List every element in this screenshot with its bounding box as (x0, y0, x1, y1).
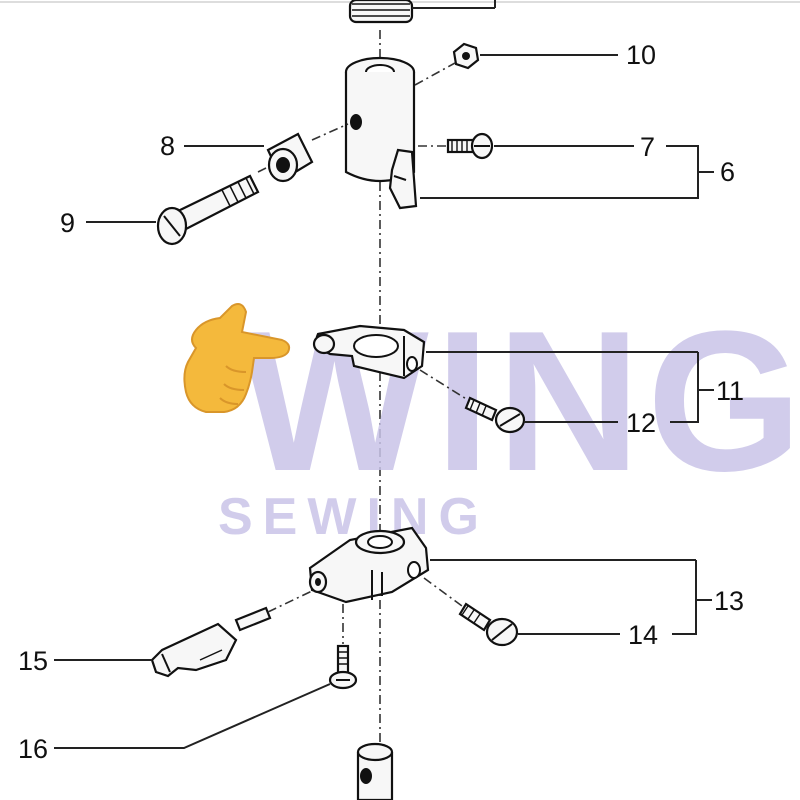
nut-part-10 (452, 42, 480, 70)
callout-15: 15 (18, 646, 48, 676)
screw-part-14 (458, 602, 519, 647)
callout-8: 8 (160, 131, 175, 161)
axis-8 (311, 123, 349, 141)
callout-16: 16 (18, 734, 48, 764)
callout-10: 10 (626, 40, 656, 70)
watermark-brand-bottom: SEWING (218, 488, 489, 546)
callout-14: 14 (628, 620, 658, 650)
bushing-part-8 (266, 132, 314, 183)
clamp-block-part-13 (308, 526, 430, 604)
axis-14 (423, 577, 463, 607)
bracket-13 (672, 560, 712, 635)
bracket-6 (420, 145, 714, 199)
watermark-brand-top: WING (240, 290, 800, 513)
watermark: WING SEWING (218, 290, 800, 546)
screw-part-12 (464, 396, 526, 434)
axis-15 (267, 589, 315, 613)
screw-part-7 (446, 132, 494, 160)
thread-guide-part-11 (312, 324, 426, 380)
pointing-hand-icon (183, 303, 291, 413)
callout-6: 6 (720, 157, 735, 187)
axis-9 (257, 167, 267, 173)
screw-part-16 (328, 644, 358, 690)
callout-9: 9 (60, 208, 75, 238)
connecting-stud-part-6 (344, 56, 418, 210)
shaft-top (348, 0, 496, 24)
axis-10 (414, 62, 456, 86)
screw-part-9 (156, 174, 260, 246)
callout-7: 7 (640, 132, 655, 162)
leader-16 (54, 683, 331, 749)
callout-13: 13 (714, 586, 744, 616)
needle-bar-bottom (356, 742, 394, 800)
callout-11: 11 (716, 376, 744, 406)
callout-12: 12 (626, 408, 656, 438)
bracket-11 (670, 352, 714, 423)
hook-part-15 (150, 606, 272, 678)
